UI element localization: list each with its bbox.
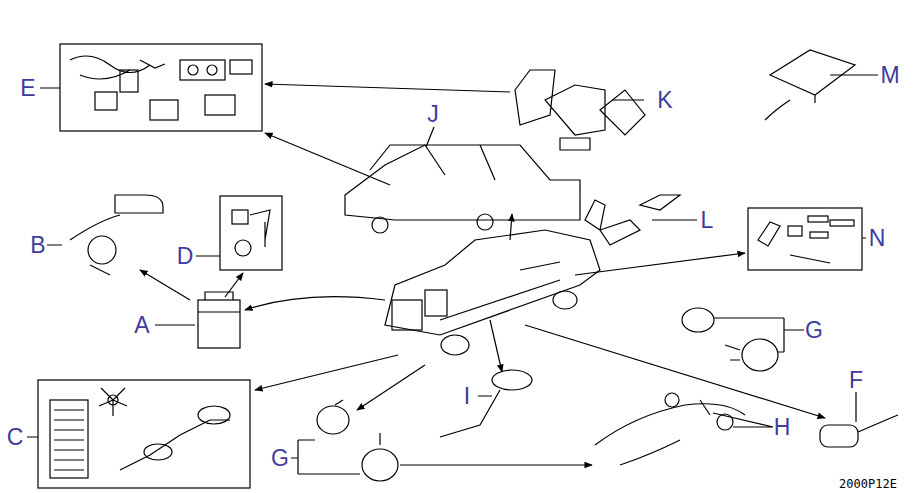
callout-letter: G [271,447,289,470]
callout-letter: F [849,369,863,392]
callout-letter: K [657,89,672,112]
callout-letter: H [774,416,791,439]
callout-letter: D [177,245,194,268]
callout-letter: J [427,103,439,126]
callout-letter: N [869,227,886,250]
callout-letter: M [880,64,899,87]
drawing-code: 2000P12E [839,478,897,490]
callout-letter: A [134,314,149,337]
callout-letter: B [30,234,45,257]
callout-letter: I [464,385,470,408]
callout-letter: C [7,426,24,449]
callout-letter: L [701,209,714,232]
callout-letter: E [20,77,35,100]
callout-letter: G [805,319,823,342]
